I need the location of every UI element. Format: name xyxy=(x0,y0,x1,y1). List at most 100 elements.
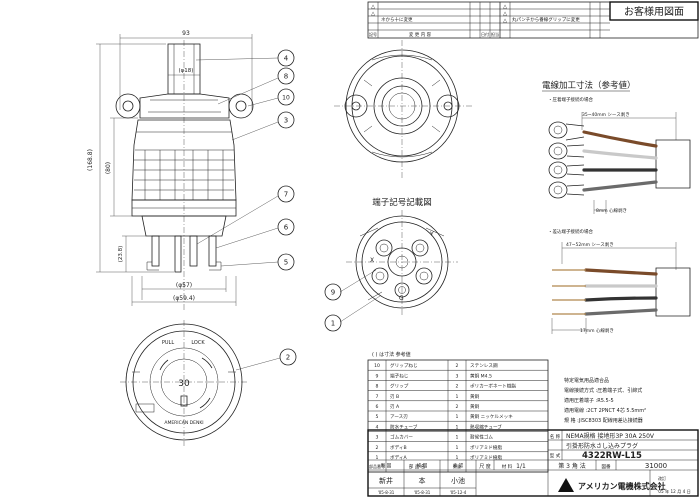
tb-name1: NEMA規格 接地形3P 30A 250V xyxy=(566,432,655,440)
part-qty: 1 xyxy=(456,394,459,400)
dim-168: (168.8) xyxy=(87,149,94,171)
tb-drawing: 31000 xyxy=(645,462,667,470)
tb-role-2: 検 図 xyxy=(417,462,428,469)
tb-person-3: 小池 xyxy=(451,476,465,485)
tb-revision-label: 改訂 xyxy=(658,475,666,481)
wire-title: 電線加工寸法（参考値） xyxy=(542,80,636,91)
spec-l4: 適用電線 :2CT 2PNCT 4芯 5.5mm² xyxy=(564,407,646,414)
part-qty: 2 xyxy=(456,384,459,390)
face-lock: LOCK xyxy=(191,340,205,346)
part-material: 熱収縮チューブ xyxy=(470,423,502,430)
part-name: グリップねじ xyxy=(390,362,418,369)
side-view: 93 (φ18) xyxy=(87,30,295,310)
balloon-3: 3 xyxy=(284,117,288,125)
dim-phi57: (φ57) xyxy=(176,282,192,289)
wire-upper-dim: 35~40mm シース剥き xyxy=(582,111,630,118)
pin-face-view: PULL LOCK 30 AMERICAN DENKI 2 xyxy=(120,320,297,446)
part-name: ゴムカバー xyxy=(390,434,413,441)
rev-head-mark: 記号 xyxy=(369,31,377,37)
terminal-title: 端子記号記載図 xyxy=(372,197,432,208)
part-material: 耐候性ゴム xyxy=(470,434,493,441)
part-material: 黄銅 M4.5 xyxy=(470,372,492,379)
tb-role-1: 製 図 xyxy=(381,462,392,469)
wire-upper-strip: 8mm 心線剥き xyxy=(596,207,627,214)
tb-role-3: 承 認 xyxy=(453,462,464,469)
part-qty: 2 xyxy=(456,363,459,369)
tb-date-2: '05-8-31 xyxy=(414,490,431,495)
tb-label-scale: 尺 度 xyxy=(479,463,491,470)
parts-foot-mat: 材 料 xyxy=(502,463,513,470)
balloon-7: 7 xyxy=(284,191,288,199)
part-number: 1 xyxy=(376,455,379,461)
balloon-10: 10 xyxy=(282,95,290,102)
part-name: グリップ xyxy=(390,383,409,390)
rev-mark-2: △ xyxy=(371,11,375,17)
tb-scale: 1/1 xyxy=(516,463,526,470)
wire-lower-strip: 17mm 心線剥き xyxy=(580,327,614,334)
part-material: 黄銅 ニッケルメッキ xyxy=(470,413,513,420)
tb-method: 第 3 角 法 xyxy=(558,462,586,470)
wire-lower-note: ・差込端子接続の場合 xyxy=(548,228,593,235)
face-pull: PULL xyxy=(162,340,174,346)
rev-text-3: ネから十に変更 xyxy=(381,16,413,23)
part-name: アース刃 xyxy=(390,414,408,420)
balloon-8: 8 xyxy=(284,73,288,81)
wire-section: 電線加工寸法（参考値） ・圧着端子接続の場合 35~40mm シース剥き 8mm… xyxy=(542,80,691,334)
top-view xyxy=(334,40,472,178)
term-x: X xyxy=(370,257,374,264)
face-rating: 30 xyxy=(178,379,190,389)
part-qty: 1 xyxy=(456,455,459,461)
rev-r-mark-3: △ xyxy=(503,18,507,24)
tb-model: 4322RW-L15 xyxy=(582,451,642,461)
corner-title: お客様用図面 xyxy=(624,5,684,18)
parts-foot-qty: 数量 xyxy=(453,463,461,469)
part-name: 端子ねじ xyxy=(390,372,409,379)
rev-head-person: 担当 xyxy=(491,31,499,37)
balloon-2: 2 xyxy=(286,354,290,362)
spec-l3: 適用圧着端子 :R5.5-5 xyxy=(564,397,614,404)
part-number: 5 xyxy=(376,414,379,420)
tb-person-1: 新井 xyxy=(379,476,393,485)
terminal-view: 端子記号記載図 X Y G 9 1 xyxy=(324,197,458,332)
part-material: ステンレス鋼 xyxy=(470,362,498,369)
part-number: 4 xyxy=(376,424,379,430)
balloon-6: 6 xyxy=(284,224,289,232)
rev-r-mark-2: △ xyxy=(503,11,507,17)
dim-phi18: (φ18) xyxy=(179,68,194,74)
part-number: 10 xyxy=(374,363,380,369)
parts-foot-no: 部品番号 xyxy=(369,463,385,469)
spec-l1: 特定電気用品適合品 xyxy=(564,377,609,384)
part-material: 黄銅 xyxy=(470,393,480,400)
balloon-5: 5 xyxy=(284,259,288,267)
tb-date-3: '05-12-4 xyxy=(450,490,467,495)
part-qty: 1 xyxy=(456,445,459,451)
dim-23: (23.8) xyxy=(118,246,124,263)
spec-notes: 特定電気用品適合品 電線接続方式 :圧着端子式、引締式 適用圧着端子 :R5.5… xyxy=(564,377,646,424)
balloon-1: 1 xyxy=(331,320,335,328)
part-name: 刃 B xyxy=(390,394,399,400)
part-number: 2 xyxy=(376,445,379,451)
tb-date-1: '05-8-31 xyxy=(378,490,395,495)
tb-date-issue: '05 年 12 月 4 日 xyxy=(657,488,691,495)
parts-heading: ( ) は寸法 参考値 xyxy=(372,351,411,358)
tb-name2: 引掛形防水さし込みプラグ xyxy=(566,442,638,450)
part-material: 黄銅 xyxy=(470,403,480,410)
company-logo xyxy=(558,478,574,492)
rev-r-mark-1: △ xyxy=(503,4,507,10)
face-brand: AMERICAN DENKI xyxy=(164,420,203,426)
part-number: 8 xyxy=(376,384,379,390)
rev-head-date: 日付 xyxy=(481,31,489,37)
revision-block: お客様用図面 △ △ ネから十に変更 記号 変 更 内 容 日付 担当 △ △ … xyxy=(367,1,699,39)
balloon-4: 4 xyxy=(284,55,289,63)
tb-label-model: 型 式 xyxy=(550,452,561,459)
term-y: Y xyxy=(429,231,434,238)
rev-r-text-3: 丸パンチから番線グリップに変更 xyxy=(512,16,580,23)
balloon-9: 9 xyxy=(331,289,335,297)
part-qty: 1 xyxy=(456,435,459,441)
spec-l2: 電線接続方式 :圧着端子式、引締式 xyxy=(564,387,642,394)
wire-upper-note: ・圧着端子接続の場合 xyxy=(548,96,593,103)
dim-80: (80) xyxy=(105,162,112,174)
part-qty: 1 xyxy=(456,424,459,430)
part-number: 9 xyxy=(376,373,379,379)
